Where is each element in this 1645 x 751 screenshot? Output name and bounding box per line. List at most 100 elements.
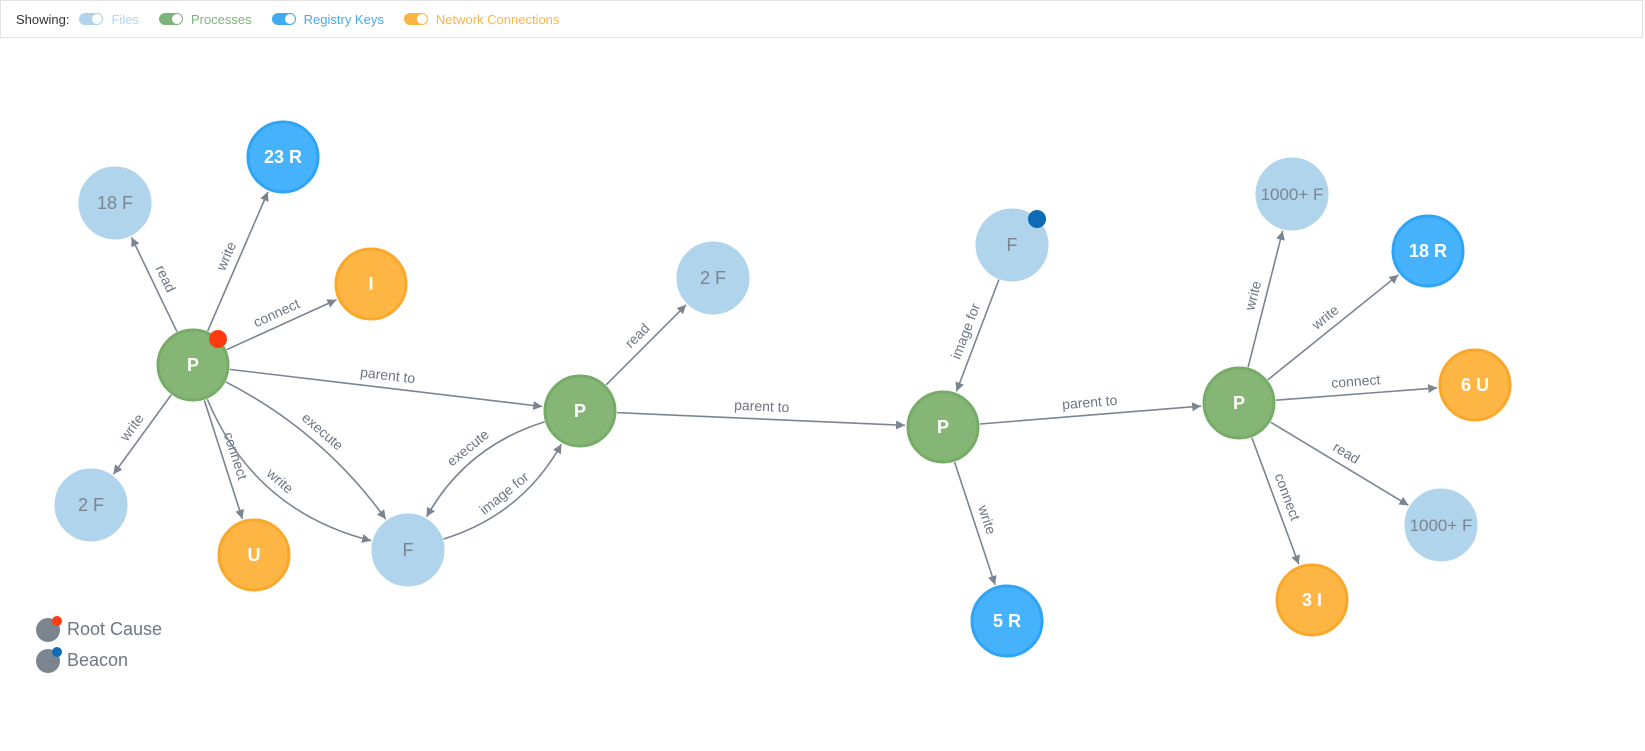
filter-processes[interactable]: Processes <box>158 12 252 27</box>
node-label: 3 I <box>1302 590 1322 610</box>
edge-write[interactable] <box>206 398 372 543</box>
edge-write[interactable] <box>112 394 172 475</box>
edge-parent-to[interactable] <box>616 411 906 430</box>
node-file[interactable]: F <box>371 513 445 587</box>
node-registry[interactable]: 5 R <box>970 584 1044 658</box>
node-process[interactable]: P <box>156 328 230 402</box>
edge-connect[interactable] <box>203 399 244 520</box>
node-label: P <box>187 355 199 375</box>
edge-label: write <box>975 502 1000 536</box>
file-node-circle[interactable] <box>1404 488 1478 562</box>
edge-write[interactable] <box>1247 230 1285 368</box>
legend-label-beacon: Beacon <box>67 650 129 670</box>
root-cause-badge-icon <box>209 330 227 348</box>
node-network[interactable]: 6 U <box>1438 348 1512 422</box>
processes-toggle[interactable] <box>158 13 183 25</box>
node-file[interactable]: F <box>975 208 1049 282</box>
node-label: 5 R <box>993 611 1021 631</box>
edge-execute[interactable] <box>225 381 387 520</box>
file-node-circle[interactable] <box>1255 157 1329 231</box>
filter-network-connections[interactable]: Network Connections <box>403 11 560 27</box>
node-network[interactable]: I <box>334 247 408 321</box>
network-connections-toggle[interactable] <box>403 13 428 25</box>
network-node-circle[interactable] <box>1275 563 1349 637</box>
edge-read[interactable] <box>1270 421 1409 507</box>
file-node-circle[interactable] <box>975 208 1049 282</box>
showing-label: Showing: <box>16 11 70 27</box>
node-label: 18 R <box>1409 241 1447 261</box>
edge-label: write <box>116 410 147 444</box>
edge-label: execute <box>444 426 492 469</box>
edge-connect[interactable] <box>226 299 337 351</box>
node-registry[interactable]: 18 R <box>1391 214 1465 288</box>
edge-parent-to[interactable] <box>229 368 543 410</box>
edge-image-for[interactable] <box>955 279 1000 392</box>
legend-label-root-cause: Root Cause <box>67 619 163 639</box>
node-label: 23 R <box>264 147 302 167</box>
node-label: 1000+ F <box>1261 185 1324 204</box>
file-node-circle[interactable] <box>371 513 445 587</box>
node-label: F <box>403 540 414 560</box>
node-label: F <box>1007 235 1018 255</box>
legend: Root Cause Beacon <box>36 614 162 676</box>
node-process[interactable]: P <box>906 390 980 464</box>
filter-registry-keys[interactable]: Registry Keys <box>271 11 384 27</box>
registry-node-circle[interactable] <box>1391 214 1465 288</box>
node-registry[interactable]: 23 R <box>246 120 320 194</box>
node-label: P <box>937 417 949 437</box>
process-node-circle[interactable] <box>156 328 230 402</box>
node-label: P <box>574 401 586 421</box>
filter-label-registry-keys: Registry Keys <box>303 11 384 27</box>
node-label: U <box>248 545 261 565</box>
root-cause-marker-icon <box>36 615 62 642</box>
process-node-circle[interactable] <box>543 374 617 448</box>
edge-write[interactable] <box>206 191 269 332</box>
node-file[interactable]: 18 F <box>78 166 152 240</box>
node-process[interactable]: P <box>543 374 617 448</box>
files-toggle[interactable] <box>79 13 104 25</box>
file-node-circle[interactable] <box>78 166 152 240</box>
edge-label: connect <box>1331 371 1381 391</box>
edge-label: write <box>1308 301 1342 333</box>
node-process[interactable]: P <box>1202 366 1276 440</box>
edge-label: image for <box>948 301 984 362</box>
filter-label-network-connections: Network Connections <box>435 11 560 27</box>
edge-execute[interactable] <box>425 421 545 518</box>
registry-node-circle[interactable] <box>970 584 1044 658</box>
edge-label: parent to <box>734 397 790 415</box>
network-node-circle[interactable] <box>334 247 408 321</box>
edge-label: write <box>1241 279 1264 313</box>
registry-keys-toggle[interactable] <box>271 13 296 25</box>
node-file[interactable]: 1000+ F <box>1404 488 1478 562</box>
node-label: 2 F <box>78 495 104 515</box>
edge-parent-to[interactable] <box>979 402 1202 425</box>
edge-write[interactable] <box>1267 274 1399 381</box>
edge-label: execute <box>299 409 347 453</box>
edge-image-for[interactable] <box>443 443 563 540</box>
registry-node-circle[interactable] <box>246 120 320 194</box>
edge-label: parent to <box>359 364 416 386</box>
file-node-circle[interactable] <box>54 468 128 542</box>
process-node-circle[interactable] <box>1202 366 1276 440</box>
filter-toolbar: Showing: Files Processes Registry Keys N… <box>0 0 1643 38</box>
edge-write[interactable] <box>953 461 997 586</box>
edge-read[interactable] <box>605 304 687 386</box>
edge-label: read <box>1330 439 1362 467</box>
node-label: 2 F <box>700 268 726 288</box>
filter-files[interactable]: Files <box>79 12 139 27</box>
node-label: 6 U <box>1461 375 1489 395</box>
edge-connect[interactable] <box>1275 384 1438 401</box>
process-node-circle[interactable] <box>906 390 980 464</box>
beacon-badge-icon <box>1028 210 1046 228</box>
edge-connect[interactable] <box>1251 437 1300 565</box>
edge-read[interactable] <box>130 236 178 333</box>
node-network[interactable]: U <box>217 518 291 592</box>
node-file[interactable]: 2 F <box>54 468 128 542</box>
node-network[interactable]: 3 I <box>1275 563 1349 637</box>
node-file[interactable]: 1000+ F <box>1255 157 1329 231</box>
network-node-circle[interactable] <box>217 518 291 592</box>
file-node-circle[interactable] <box>676 241 750 315</box>
node-file[interactable]: 2 F <box>676 241 750 315</box>
network-node-circle[interactable] <box>1438 348 1512 422</box>
